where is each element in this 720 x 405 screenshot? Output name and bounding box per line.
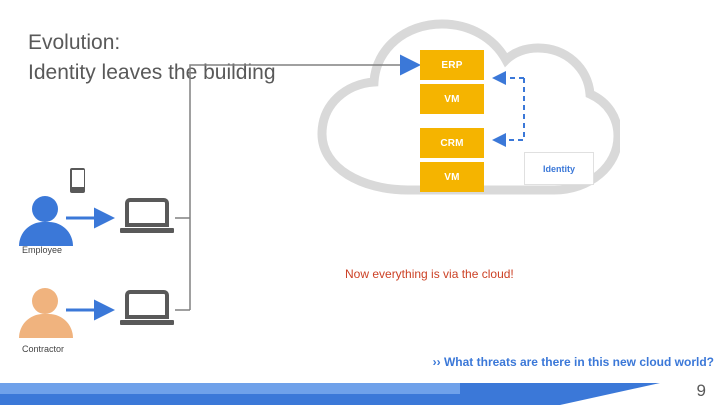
avatar-body <box>19 222 73 246</box>
page-title: Evolution: Identity leaves the building <box>28 31 276 84</box>
laptop-screen <box>125 290 169 319</box>
cloud-box-vm-2[interactable]: VM <box>420 162 484 192</box>
contractor-laptop-icon <box>120 290 174 330</box>
threat-question: ›› What threats are there in this new cl… <box>432 355 714 369</box>
avatar-head <box>32 196 58 222</box>
identity-box[interactable]: Identity <box>524 152 594 185</box>
page-number: 9 <box>696 381 706 400</box>
cloud-box-vm-1[interactable]: VM <box>420 84 484 114</box>
avatar-head <box>32 288 58 314</box>
cloud-box-crm[interactable]: CRM <box>420 128 484 158</box>
laptop-base <box>120 228 174 233</box>
employee-label: Employee <box>22 245 63 255</box>
contractor-label: Contractor <box>22 344 65 354</box>
cloud-box-erp[interactable]: ERP <box>420 50 484 80</box>
employee-avatar <box>18 196 74 246</box>
cloud-shape <box>300 8 620 204</box>
footer-bar-triangle <box>560 383 660 405</box>
avatar-body <box>19 314 73 338</box>
employee-laptop-icon <box>120 198 174 238</box>
laptop-base <box>120 320 174 325</box>
footer-bar-light <box>0 383 460 394</box>
footer-bar <box>0 383 660 405</box>
mobile-phone-icon <box>70 168 85 193</box>
cloud-caption: Now everything is via the cloud! <box>345 267 514 281</box>
laptop-screen <box>125 198 169 227</box>
contractor-avatar <box>18 288 74 338</box>
